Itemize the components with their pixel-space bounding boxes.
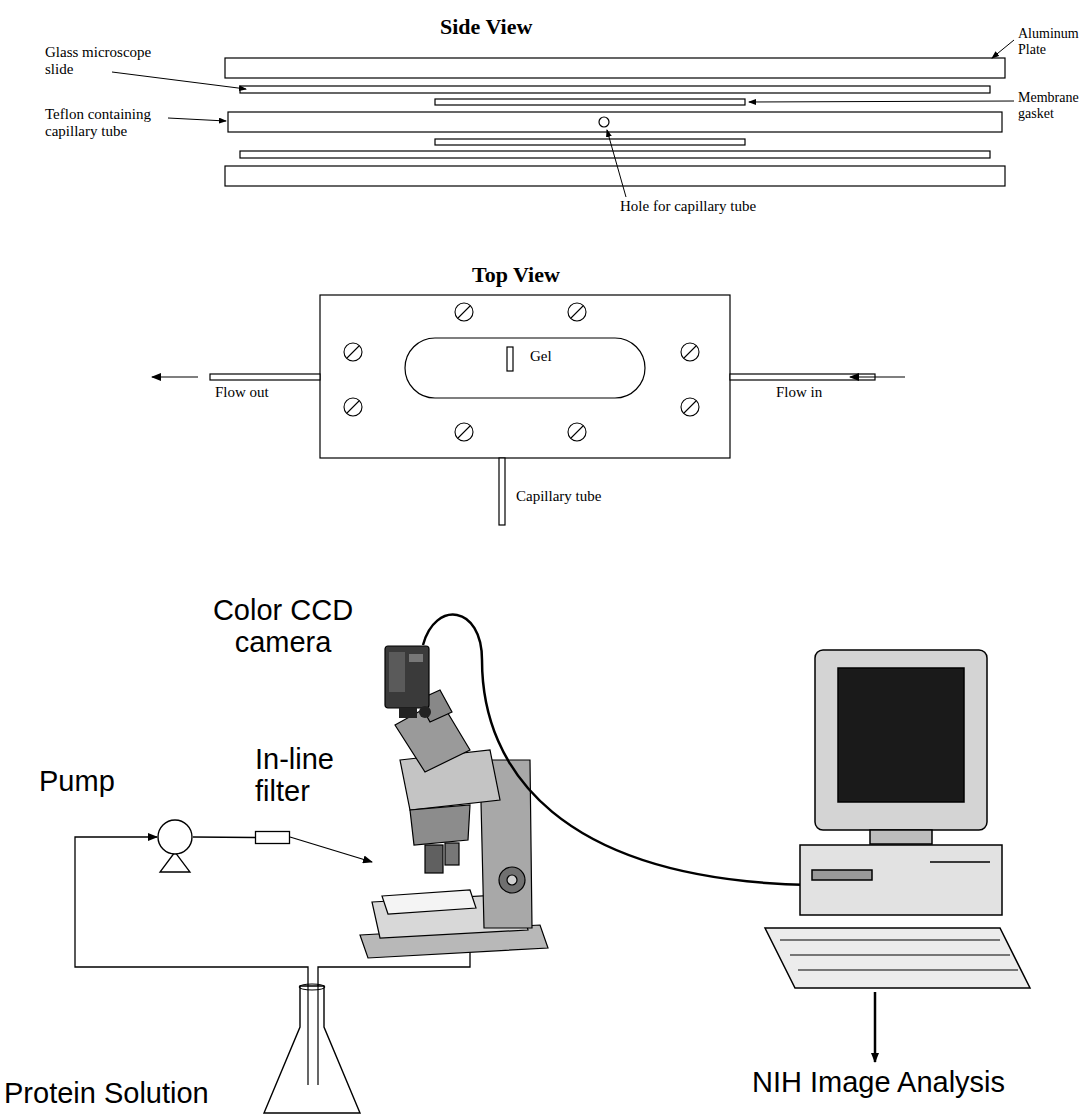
view-title: Side View bbox=[440, 14, 532, 40]
part-label: Hole for capillary tube bbox=[620, 198, 756, 215]
node-label: Protein Solution bbox=[4, 1077, 209, 1109]
pump-shape bbox=[157, 819, 193, 855]
camera-node: Color CCD camera bbox=[383, 640, 433, 720]
filter-node: In-line filter bbox=[255, 831, 290, 844]
flow-label: Flow out bbox=[215, 384, 269, 401]
part-label: Glass microscope slide bbox=[45, 44, 170, 78]
screws bbox=[344, 303, 699, 441]
tubing-connector bbox=[75, 837, 308, 985]
side-view bbox=[225, 58, 1005, 186]
node-label: Color CCD camera bbox=[193, 594, 373, 658]
pump-base bbox=[160, 852, 190, 872]
part-label: Capillary tube bbox=[516, 488, 601, 505]
tubing-connector bbox=[193, 836, 255, 838]
flow-label: Flow in bbox=[776, 384, 822, 401]
pump-node: Pump bbox=[157, 819, 193, 855]
camera-cable bbox=[423, 615, 810, 885]
flask-node: Protein Solution bbox=[262, 985, 362, 1115]
filter-shape bbox=[255, 831, 290, 844]
part-label: Aluminum Plate bbox=[1018, 26, 1088, 58]
part-label: Membrane gasket bbox=[1018, 90, 1088, 122]
flow-arrows bbox=[152, 376, 905, 377]
node-label: In-line filter bbox=[255, 743, 365, 807]
computer bbox=[765, 650, 1030, 1062]
camera-shape bbox=[383, 640, 433, 720]
microscope bbox=[360, 690, 548, 958]
part-label: Teflon containing capillary tube bbox=[45, 106, 170, 140]
flask-shape bbox=[262, 985, 362, 1115]
top-view bbox=[210, 295, 875, 525]
output-label: NIH Image Analysis bbox=[752, 1066, 1005, 1098]
part-label: Gel bbox=[530, 348, 552, 365]
node-label: Pump bbox=[39, 765, 115, 797]
view-title: Top View bbox=[472, 262, 560, 288]
